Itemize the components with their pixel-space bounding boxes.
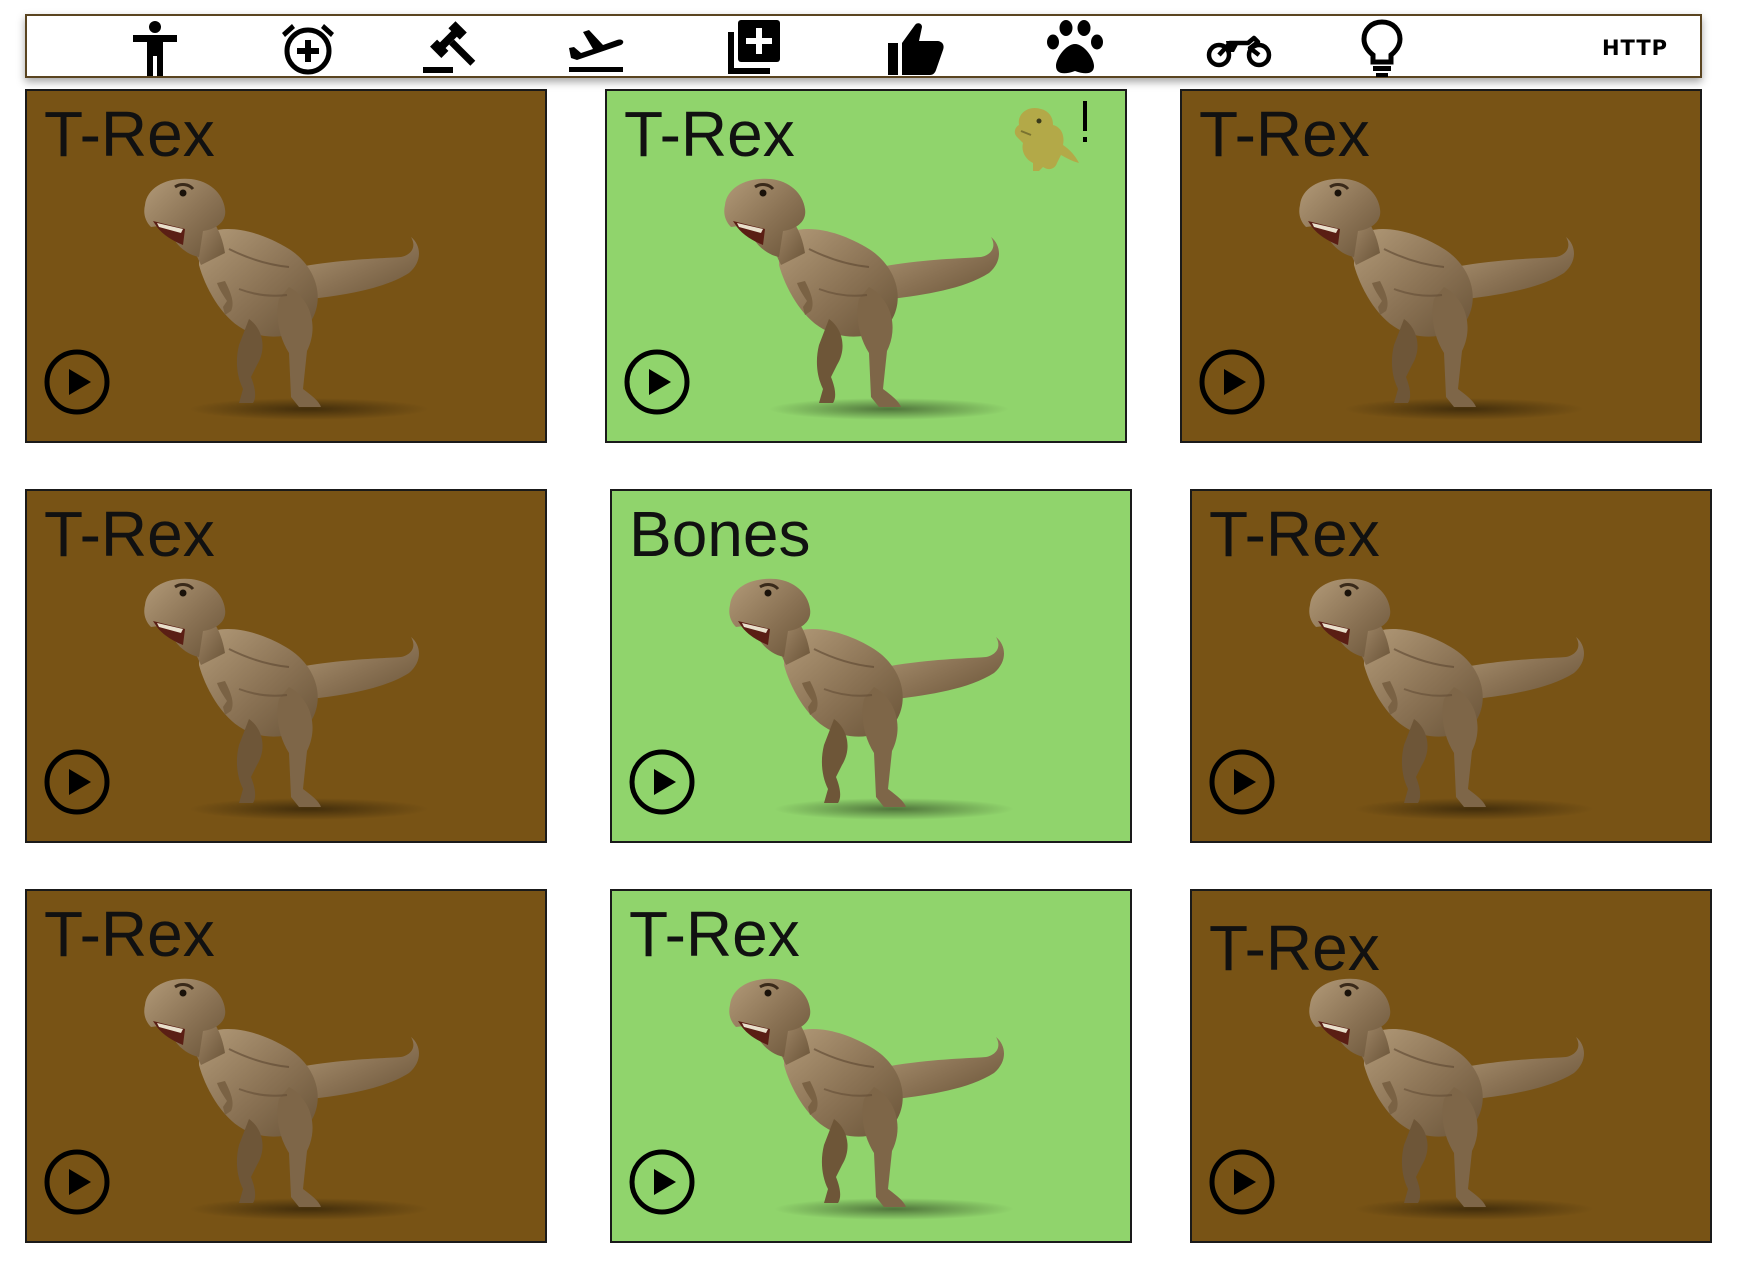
trex-image xyxy=(1294,169,1594,425)
trex-image xyxy=(139,969,439,1225)
card-7[interactable]: T-Rex xyxy=(25,889,547,1243)
card-5[interactable]: Bones xyxy=(610,489,1132,843)
card-1[interactable]: T-Rex xyxy=(25,89,547,443)
trex-image xyxy=(719,169,1019,425)
thumb-up-icon xyxy=(888,23,944,75)
toolbar-thumb-up-button[interactable] xyxy=(881,20,951,76)
play-icon[interactable] xyxy=(43,1148,111,1216)
alert-dino-icon xyxy=(1009,97,1101,177)
toolbar-flight-takeoff-button[interactable] xyxy=(561,20,631,76)
card-title: T-Rex xyxy=(1199,98,1370,170)
toolbar: HTTP xyxy=(25,14,1702,78)
lightbulb-icon xyxy=(1361,19,1403,77)
toolbar-http-button[interactable]: HTTP xyxy=(1590,20,1680,76)
trex-image xyxy=(724,569,1024,825)
add-alarm-icon xyxy=(282,24,334,75)
toolbar-gavel-button[interactable] xyxy=(412,20,482,76)
card-title: T-Rex xyxy=(44,498,215,570)
play-icon[interactable] xyxy=(43,748,111,816)
play-icon[interactable] xyxy=(628,1148,696,1216)
card-2[interactable]: T-Rex xyxy=(605,89,1127,443)
play-icon[interactable] xyxy=(1208,748,1276,816)
toolbar-paw-button[interactable] xyxy=(1040,20,1110,76)
toolbar-lightbulb-button[interactable] xyxy=(1347,19,1417,77)
flight-takeoff-icon xyxy=(569,30,624,72)
toolbar-library-add-button[interactable] xyxy=(717,20,787,76)
toolbar-add-alarm-button[interactable] xyxy=(273,20,343,76)
card-title: T-Rex xyxy=(1209,912,1380,984)
paw-icon xyxy=(1047,20,1103,74)
toolbar-motorcycle-button[interactable] xyxy=(1204,20,1274,76)
motorcycle-icon xyxy=(1206,35,1272,68)
play-icon[interactable] xyxy=(623,348,691,416)
card-3[interactable]: T-Rex xyxy=(1180,89,1702,443)
trex-image xyxy=(139,569,439,825)
library-add-icon xyxy=(728,20,780,74)
card-4[interactable]: T-Rex xyxy=(25,489,547,843)
card-title: T-Rex xyxy=(44,898,215,970)
card-title: T-Rex xyxy=(624,98,795,170)
play-icon[interactable] xyxy=(1198,348,1266,416)
card-6[interactable]: T-Rex xyxy=(1190,489,1712,843)
toolbar-accessibility-button[interactable] xyxy=(120,20,190,76)
play-icon[interactable] xyxy=(628,748,696,816)
accessibility-icon xyxy=(133,21,177,76)
card-title: T-Rex xyxy=(1209,498,1380,570)
trex-image xyxy=(1304,569,1604,825)
play-icon[interactable] xyxy=(43,348,111,416)
card-9[interactable]: T-Rex xyxy=(1190,889,1712,1243)
gavel-icon xyxy=(423,21,476,73)
trex-image xyxy=(724,969,1024,1225)
card-title: T-Rex xyxy=(44,98,215,170)
card-title: Bones xyxy=(629,498,811,570)
play-icon[interactable] xyxy=(1208,1148,1276,1216)
card-8[interactable]: T-Rex xyxy=(610,889,1132,1243)
http-icon: HTTP xyxy=(1601,36,1669,60)
card-title: T-Rex xyxy=(629,898,800,970)
trex-image xyxy=(139,169,439,425)
trex-image xyxy=(1304,969,1604,1225)
